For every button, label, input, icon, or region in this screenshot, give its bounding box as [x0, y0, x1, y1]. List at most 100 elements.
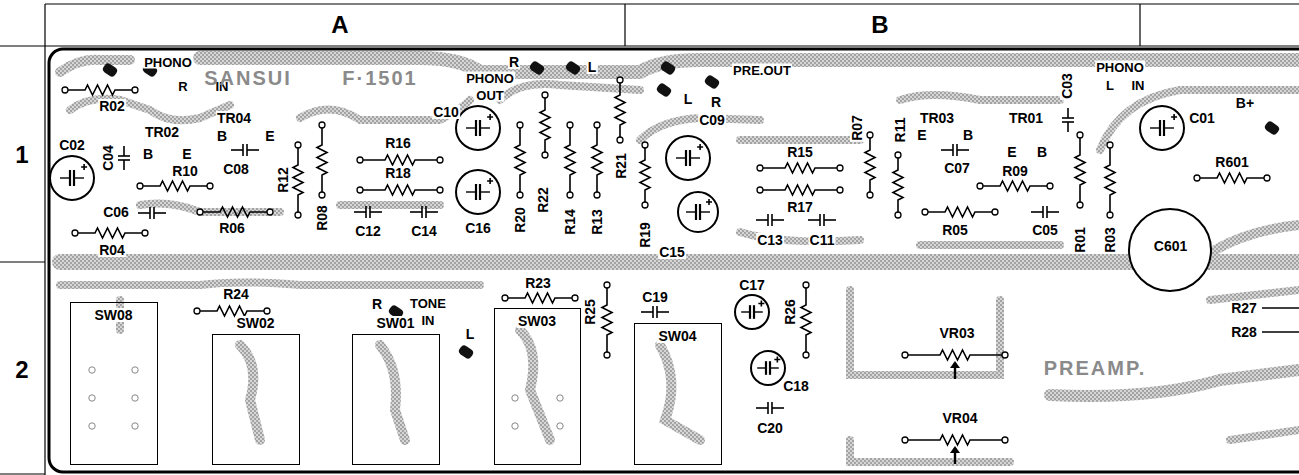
part-label: C601	[1153, 239, 1188, 253]
capacitor-leads	[1164, 127, 1174, 128]
solder-pad	[1264, 175, 1270, 181]
solder-pad	[757, 187, 763, 193]
part-label: R25	[583, 298, 597, 326]
polarity-plus	[697, 144, 703, 150]
electrolytic-capacitor	[456, 170, 500, 214]
part-label: C01	[1188, 111, 1216, 125]
grid-reference: A	[330, 13, 349, 37]
part-label: R15	[786, 145, 814, 159]
part-label: R22	[536, 186, 550, 214]
capacitor-symbol	[1042, 206, 1044, 218]
part-label: R06	[218, 221, 246, 235]
part-label: R27	[1230, 301, 1258, 315]
resistor-symbol	[905, 435, 1005, 445]
pin-hole	[132, 367, 138, 373]
part-label: B+	[1235, 96, 1255, 110]
switch-box: SW01	[352, 334, 440, 465]
solder-pad	[437, 157, 443, 163]
capacitor-symbol	[1067, 122, 1069, 132]
part-label: C04	[101, 144, 115, 172]
capacitor-symbol	[247, 149, 259, 151]
capacitor-leads	[690, 157, 700, 158]
part-label: R21	[614, 152, 628, 180]
pin-hole	[132, 395, 138, 401]
grid-reference: 2	[14, 358, 29, 382]
capacitor-leads	[60, 177, 70, 178]
resistor-symbol	[760, 163, 840, 173]
capacitor-symbol	[756, 407, 768, 409]
resistor-symbol	[1105, 145, 1115, 215]
grid-line	[0, 45, 1299, 46]
part-label: R01	[1073, 226, 1087, 254]
terminal-pad	[528, 60, 545, 76]
copper-trace	[140, 204, 280, 212]
part-label: C15	[658, 245, 686, 259]
wiper-arrowhead	[950, 446, 960, 453]
part-label: C09	[698, 113, 726, 127]
capacitor-symbol	[652, 306, 654, 318]
capacitor-symbol	[410, 211, 422, 213]
capacitor-symbol	[138, 212, 150, 214]
part-label: C05	[1031, 223, 1059, 237]
part-label: PHONO	[143, 56, 193, 69]
solder-pad	[264, 308, 270, 314]
capacitor-symbol	[231, 149, 243, 151]
capacitor-symbol	[823, 214, 825, 226]
part-label: C20	[756, 421, 784, 435]
solder-pad	[1002, 437, 1008, 443]
resistor-symbol	[980, 181, 1050, 191]
solder-pad	[1194, 175, 1200, 181]
switch-box: SW03	[494, 308, 581, 465]
solder-pad	[803, 282, 809, 288]
leader-line	[1262, 307, 1299, 308]
capacitor-symbol	[767, 214, 769, 226]
capacitor-symbol	[1067, 108, 1069, 118]
solder-pad	[837, 187, 843, 193]
part-label: E	[181, 147, 192, 161]
pin-hole	[557, 423, 563, 429]
part-label: PRE.OUT	[732, 64, 792, 77]
pin-hole	[89, 423, 95, 429]
capacitor-symbol	[118, 155, 130, 157]
part-label: C16	[464, 221, 492, 235]
capacitor-symbol	[756, 219, 768, 221]
solder-pad	[267, 209, 273, 215]
resistor-symbol	[197, 306, 267, 316]
capacitor-symbol	[1062, 121, 1074, 123]
capacitor-leads	[480, 191, 490, 192]
capacitor-symbol	[1047, 211, 1059, 213]
part-label: C19	[641, 290, 669, 304]
capacitor-symbol	[824, 219, 836, 221]
electrolytic-capacitor	[1140, 106, 1184, 150]
copper-trace	[1215, 225, 1299, 250]
resistor-symbol	[865, 135, 875, 195]
solder-pad	[542, 92, 548, 98]
electrolytic-capacitor	[751, 351, 785, 385]
solder-pad	[572, 295, 578, 301]
part-label: E	[264, 129, 275, 143]
capacitor-leads	[676, 157, 686, 158]
part-label: TONE	[409, 297, 447, 310]
part-label: PHONO	[465, 72, 515, 85]
part-label: C06	[102, 205, 130, 219]
part-label: R28	[1230, 325, 1258, 339]
capacitor-symbol	[641, 311, 653, 313]
part-label: R12	[276, 166, 290, 194]
resistor-symbol	[801, 285, 811, 355]
grid-line	[0, 473, 45, 474]
capacitor-leads	[741, 311, 750, 312]
resistor-symbol	[760, 185, 840, 195]
terminal-pad	[1263, 120, 1280, 136]
grid-line	[624, 4, 625, 46]
capacitor-symbol	[952, 144, 954, 156]
electrolytic-capacitor	[456, 106, 500, 150]
capacitor-symbol	[421, 206, 423, 218]
part-label: SW08	[93, 308, 133, 322]
terminal-pad	[101, 62, 118, 78]
solder-pad	[567, 122, 573, 128]
solder-pad	[72, 230, 78, 236]
part-label: C11	[809, 233, 836, 247]
copper-trace	[1100, 90, 1299, 150]
copper-trace	[1210, 290, 1299, 300]
solder-pad	[502, 295, 508, 301]
